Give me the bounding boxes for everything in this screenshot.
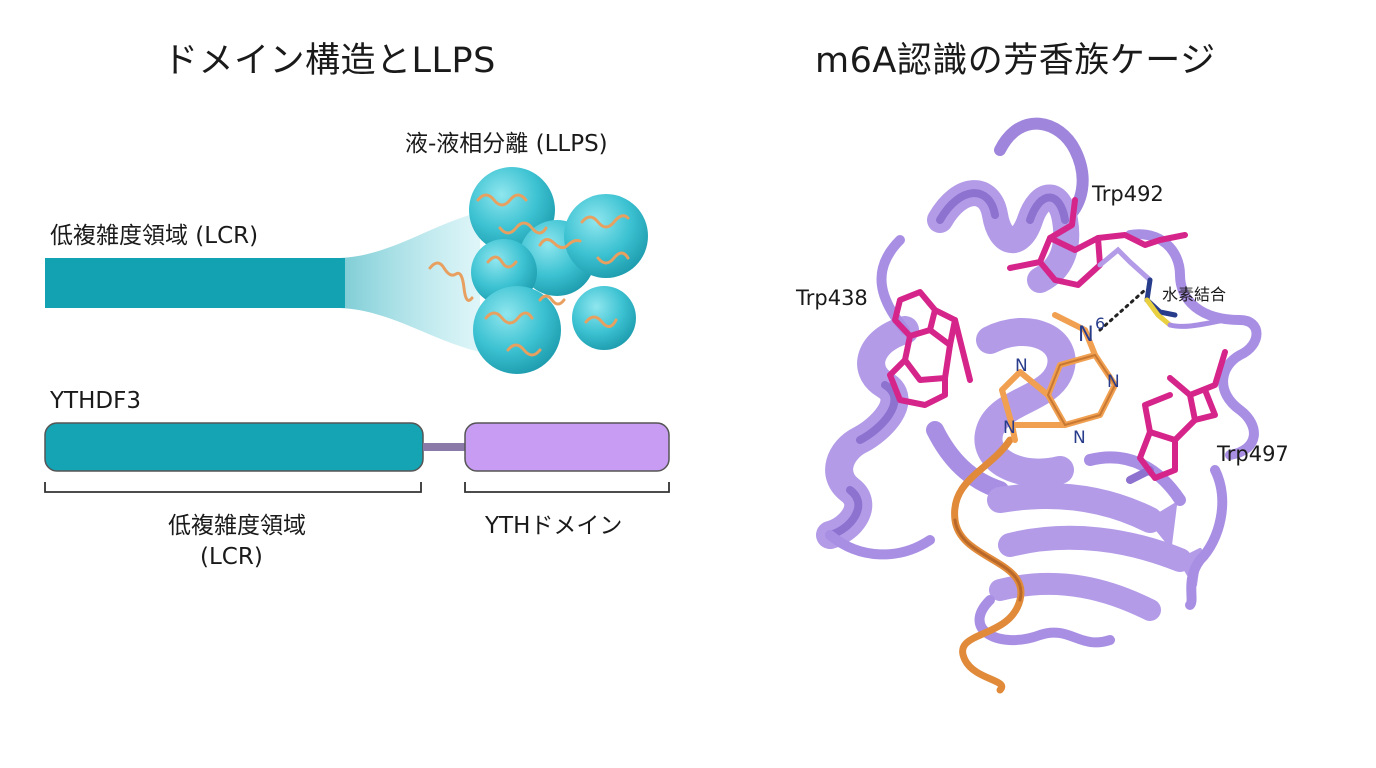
trp492-backbone (1097, 246, 1153, 283)
atom-n7: N (1015, 356, 1028, 376)
lcr-label: 低複雑度領域 (LCR) (50, 223, 259, 249)
sulfur-segment (1144, 297, 1173, 328)
protein-name: YTHDF3 (50, 388, 141, 414)
lcr-bracket (44, 482, 422, 493)
residue-label-trp438: Trp438 (796, 286, 868, 310)
domain-linker (423, 443, 467, 451)
lcr-bracket-label-line1: 低複雑度領域 (168, 513, 306, 539)
lcr-cone (340, 212, 480, 352)
yth-domain-bar (464, 422, 670, 472)
atom-n6-superscript: 6 (1095, 314, 1106, 333)
atom-n1: N (1107, 372, 1120, 392)
lcr-bar (45, 258, 345, 308)
left-panel-title: ドメイン構造とLLPS (163, 41, 496, 81)
atom-n3: N (1073, 428, 1086, 448)
hbond-label: 水素結合 (1162, 285, 1227, 304)
atom-n9: N (1003, 418, 1016, 438)
yth-bracket (464, 482, 670, 493)
trp497-sticks (1137, 349, 1228, 481)
llps-label: 液-液相分離 (LLPS) (405, 131, 608, 157)
right-panel-title: m6A認識の芳香族ケージ (815, 41, 1216, 81)
residue-label-trp497: Trp497 (1217, 442, 1289, 466)
lcr-bracket-label-line2: (LCR) (200, 544, 263, 570)
hbond-tail (1167, 315, 1243, 329)
hydrogen-bond (1098, 288, 1147, 332)
atom-n6: N (1078, 322, 1094, 346)
trp438-sticks (887, 289, 973, 408)
m6a-base-shade (1046, 353, 1117, 427)
rna-backbone-dark (953, 518, 1023, 602)
yth-bracket-label: YTHドメイン (485, 513, 623, 539)
protein-ribbon (816, 117, 1262, 648)
llps-chains (428, 193, 630, 357)
residue-label-trp492: Trp492 (1092, 182, 1164, 206)
